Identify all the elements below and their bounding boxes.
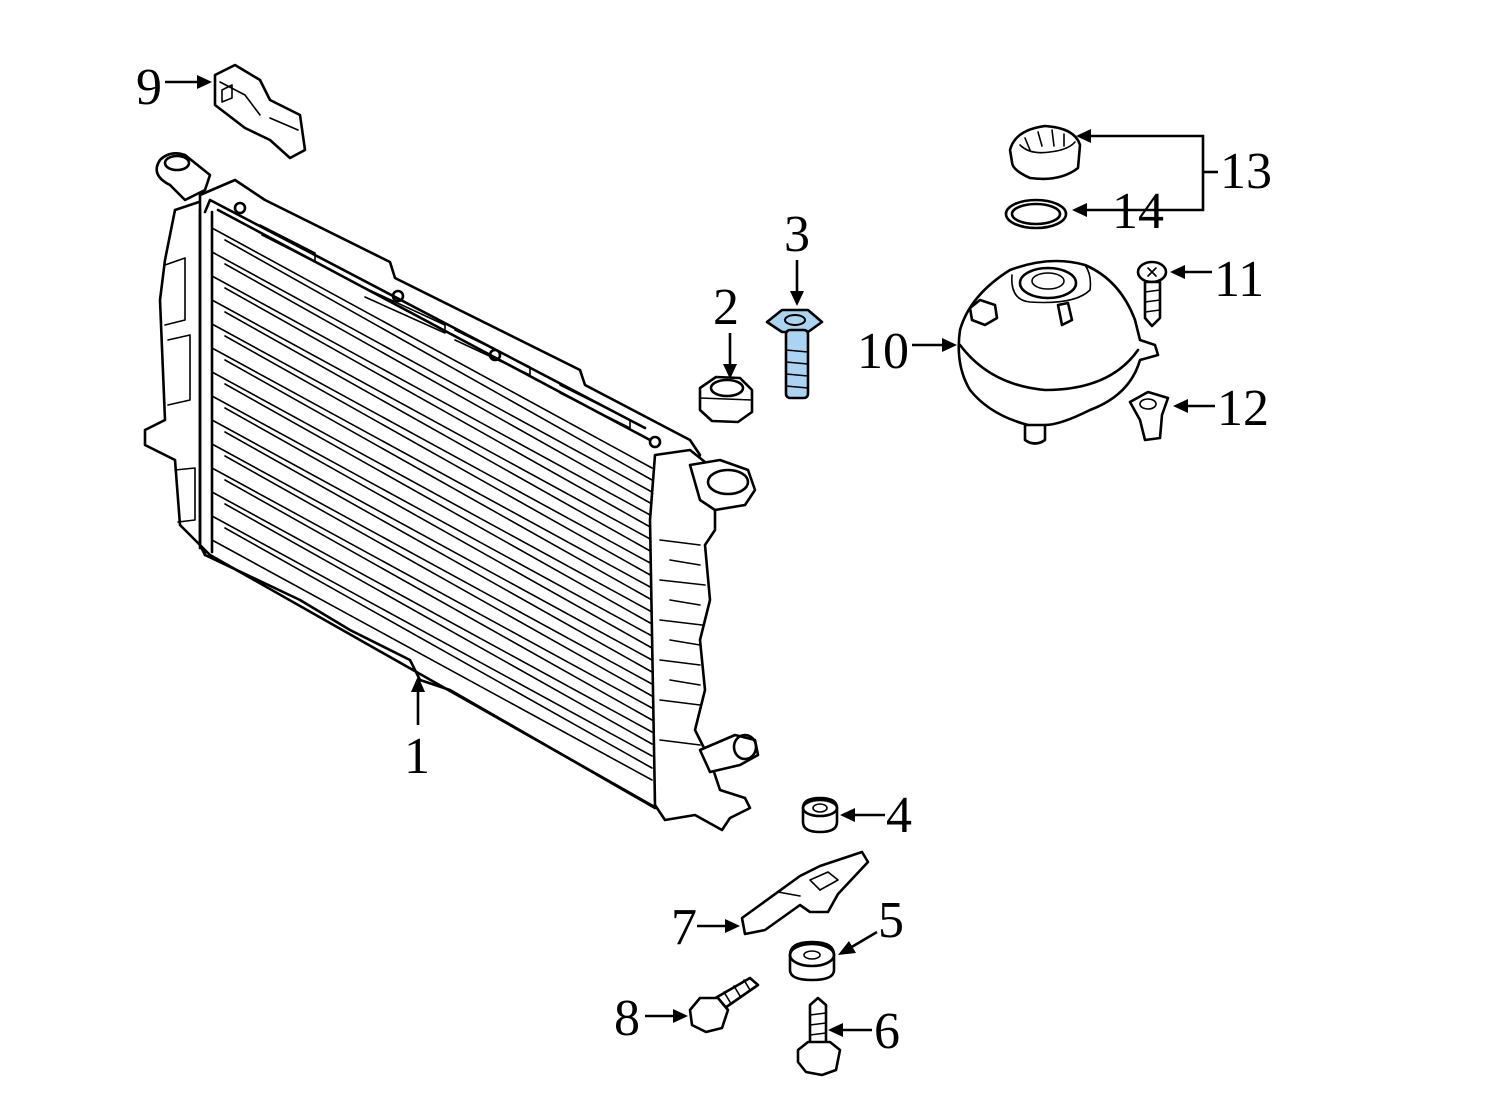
callout-8: 8 (614, 990, 640, 1047)
callout-6: 6 (874, 1003, 900, 1060)
callout-5: 5 (878, 892, 904, 949)
angled-bolt-part[interactable] (688, 976, 760, 1034)
bolt-lower-part[interactable] (796, 996, 842, 1077)
leader-lines (165, 75, 1218, 1037)
tank-cap-part[interactable] (1008, 124, 1082, 181)
callout-10: 10 (857, 323, 909, 380)
highlighted-bolt-part[interactable] (765, 308, 824, 400)
grommet-upper-part[interactable] (801, 796, 839, 834)
callout-9: 9 (136, 59, 162, 116)
upper-bracket-part[interactable] (213, 63, 307, 160)
o-ring-part[interactable] (1004, 198, 1068, 230)
callout-2: 2 (713, 279, 739, 336)
expansion-tank-part[interactable] (957, 259, 1160, 445)
callout-1: 1 (404, 728, 430, 785)
callout-13: 13 (1220, 143, 1272, 200)
clip-nut-part[interactable] (1128, 390, 1170, 442)
callout-3: 3 (784, 206, 810, 263)
screw-part[interactable] (1136, 260, 1168, 328)
callout-7: 7 (671, 899, 697, 956)
callout-14: 14 (1112, 183, 1164, 240)
radiator-part[interactable] (143, 152, 760, 832)
callout-11: 11 (1214, 251, 1264, 308)
lower-bracket-part[interactable] (740, 850, 870, 936)
drain-plug-part[interactable] (698, 375, 754, 424)
callout-4: 4 (886, 787, 912, 844)
washer-part[interactable] (788, 940, 836, 982)
callout-labels: 1 2 3 4 5 6 7 8 9 10 11 12 13 14 (136, 59, 1272, 1060)
callout-12: 12 (1217, 380, 1269, 437)
